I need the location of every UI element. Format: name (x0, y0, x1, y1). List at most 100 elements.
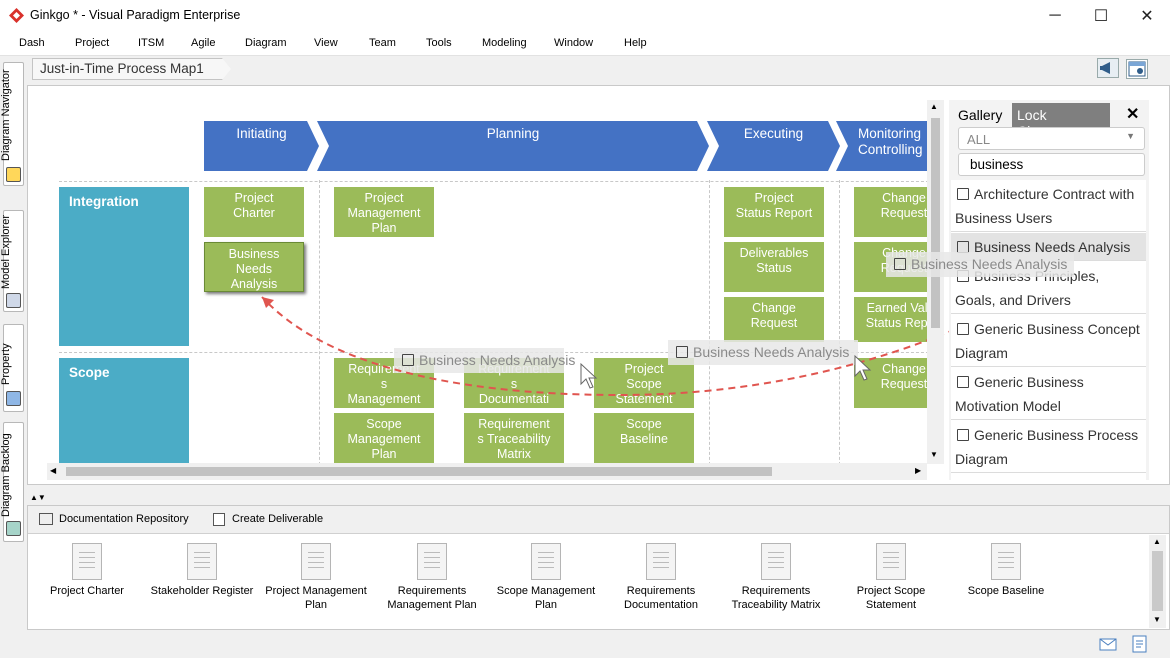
doc-stakeholder-register[interactable]: Stakeholder Register (147, 543, 257, 598)
mail-icon[interactable] (1099, 638, 1117, 651)
task-project-status-report[interactable]: Project Status Report (724, 187, 824, 237)
gallery-close-button[interactable]: ✕ (1126, 106, 1140, 123)
lane-scope[interactable]: Scope (59, 358, 189, 464)
task-change-request-mc-1[interactable]: Change Request (854, 187, 927, 237)
task-project-scope-statement[interactable]: Project Scope Statement (594, 358, 694, 408)
task-earned-value-status-report[interactable]: Earned Value Status Report (854, 297, 927, 342)
menu-tools[interactable]: Tools (426, 37, 452, 49)
scrollbar-thumb[interactable] (66, 467, 772, 476)
backlog-icon (6, 521, 21, 536)
doc-scope-baseline[interactable]: Scope Baseline (951, 543, 1061, 598)
scroll-right-icon[interactable]: ▶ (915, 466, 922, 475)
phase-planning[interactable]: Planning (317, 121, 709, 171)
menu-help[interactable]: Help (624, 37, 647, 49)
phase-divider (709, 180, 710, 464)
menu-modeling[interactable]: Modeling (482, 37, 527, 49)
menu-window[interactable]: Window (554, 37, 594, 49)
gallery-filter-value: ALL (967, 132, 991, 147)
doc-label: Project Management Plan (265, 585, 367, 611)
doc-requirements-documentation[interactable]: Requirements Documentation (606, 543, 716, 612)
gallery-item-generic-business-concept[interactable]: Generic Business Concept Diagram (951, 315, 1146, 367)
canvas-horizontal-scrollbar[interactable]: ◀ ▶ (47, 463, 927, 480)
edit-icon (957, 323, 969, 335)
scroll-left-icon[interactable]: ◀ (50, 466, 57, 475)
task-label: Project Management Plan (347, 191, 421, 235)
panel-vertical-scrollbar[interactable]: ▲ ▼ (1149, 535, 1166, 628)
gallery-filter-select[interactable]: ALL ▼ (958, 127, 1145, 150)
doc-project-charter[interactable]: Project Charter (32, 543, 142, 598)
task-project-charter[interactable]: Project Charter (204, 187, 304, 237)
create-deliverable-icon (213, 513, 225, 526)
menu-itsm[interactable]: ITSM (138, 37, 165, 49)
megaphone-icon[interactable] (1097, 58, 1119, 78)
edit-icon (957, 429, 969, 441)
breadcrumb[interactable]: Just-in-Time Process Map1 (32, 58, 231, 80)
menu-view[interactable]: View (314, 37, 338, 49)
doc-project-management-plan[interactable]: Project Management Plan (261, 543, 371, 612)
doc-label: Project Charter (50, 585, 124, 597)
document-icon (531, 543, 561, 580)
menu-diagram[interactable]: Diagram (245, 37, 287, 49)
process-map-diagram[interactable]: Initiating Planning Executing Monitoring… (47, 100, 927, 464)
doc-requirements-traceability-matrix[interactable]: Requirements Traceability Matrix (721, 543, 831, 612)
task-scope-management-plan[interactable]: Scope Management Plan (334, 413, 434, 463)
doc-project-scope-statement[interactable]: Project Scope Statement (836, 543, 946, 612)
task-deliverables-status[interactable]: Deliverables Status (724, 242, 824, 292)
tab-property[interactable]: Property (0, 324, 24, 412)
menu-dash[interactable]: Dash (19, 37, 45, 49)
scrollbar-thumb[interactable] (1152, 551, 1163, 611)
gallery-item-generic-business-motivation[interactable]: Generic Business Motivation Model (951, 368, 1146, 420)
scroll-up-icon[interactable]: ▲ (930, 102, 938, 111)
chevron-down-icon: ▼ (1126, 131, 1135, 141)
scroll-down-icon[interactable]: ▼ (930, 450, 938, 459)
panel-splitter[interactable]: ▲▼ (27, 493, 1170, 505)
window-title: Ginkgo * - Visual Paradigm Enterprise (30, 8, 241, 22)
tab-gallery[interactable]: Gallery (958, 107, 1003, 123)
doc-requirements-management-plan[interactable]: Requirements Management Plan (377, 543, 487, 612)
task-scope-baseline[interactable]: Scope Baseline (594, 413, 694, 463)
gallery-list[interactable]: Architecture Contract with Business User… (951, 180, 1146, 480)
tab-model-explorer[interactable]: Model Explorer (0, 210, 24, 312)
task-requirements-traceability-matrix[interactable]: Requirement s Traceability Matrix (464, 413, 564, 463)
tab-diagram-backlog[interactable]: Diagram Backlog (0, 422, 24, 542)
notes-icon[interactable] (1132, 635, 1148, 653)
scrollbar-thumb[interactable] (931, 118, 940, 328)
panel-layout-icon[interactable] (1126, 59, 1148, 79)
collapse-up-icon[interactable]: ▲▼ (30, 493, 46, 502)
document-icon (187, 543, 217, 580)
canvas-vertical-scrollbar[interactable]: ▲ ▼ (927, 100, 944, 464)
task-project-management-plan[interactable]: Project Management Plan (334, 187, 434, 237)
repository-icon (39, 513, 53, 525)
close-button[interactable]: ✕ (1140, 8, 1154, 25)
minimize-button[interactable]: ─ (1049, 7, 1061, 24)
lane-integration[interactable]: Integration (59, 187, 189, 346)
tab-diagram-navigator[interactable]: Diagram Navigator (0, 62, 24, 186)
phase-initiating[interactable]: Initiating (204, 121, 319, 171)
doc-label: Requirements Traceability Matrix (731, 585, 821, 611)
phase-executing[interactable]: Executing (707, 121, 840, 171)
gallery-item-architecture-contract[interactable]: Architecture Contract with Business User… (951, 180, 1146, 232)
task-business-needs-analysis[interactable]: Business Needs Analysis (204, 242, 304, 292)
document-icon (876, 543, 906, 580)
maximize-button[interactable]: ☐ (1093, 8, 1109, 25)
gallery-item-generic-business-process[interactable]: Generic Business Process Diagram (951, 421, 1146, 473)
documentation-repository-button[interactable]: Documentation Repository (59, 513, 189, 525)
scroll-up-icon[interactable]: ▲ (1153, 537, 1161, 546)
doc-scope-management-plan[interactable]: Scope Management Plan (491, 543, 601, 612)
tab-lock-changes[interactable]: Lock Changes (1012, 103, 1110, 139)
menu-agile[interactable]: Agile (191, 37, 216, 49)
doc-label: Requirements Documentation (624, 585, 698, 611)
drag-path-arrowhead (262, 297, 274, 308)
scroll-down-icon[interactable]: ▼ (1153, 615, 1161, 624)
template-icon (957, 188, 969, 200)
create-deliverable-button[interactable]: Create Deliverable (232, 513, 324, 525)
gallery-search-input[interactable]: business (958, 153, 1145, 176)
task-change-request-exec[interactable]: Change Request (724, 297, 824, 342)
menu-team[interactable]: Team (369, 37, 396, 49)
gallery-item-label: Generic Business Motivation Model (955, 374, 1084, 414)
edit-icon (676, 346, 688, 358)
menu-project[interactable]: Project (75, 37, 110, 49)
phase-monitoring-controlling[interactable]: Monitoring Controlling (836, 121, 927, 171)
mouse-cursor-icon (854, 354, 872, 381)
title-bar: Ginkgo * - Visual Paradigm Enterprise ─ … (0, 0, 1170, 32)
